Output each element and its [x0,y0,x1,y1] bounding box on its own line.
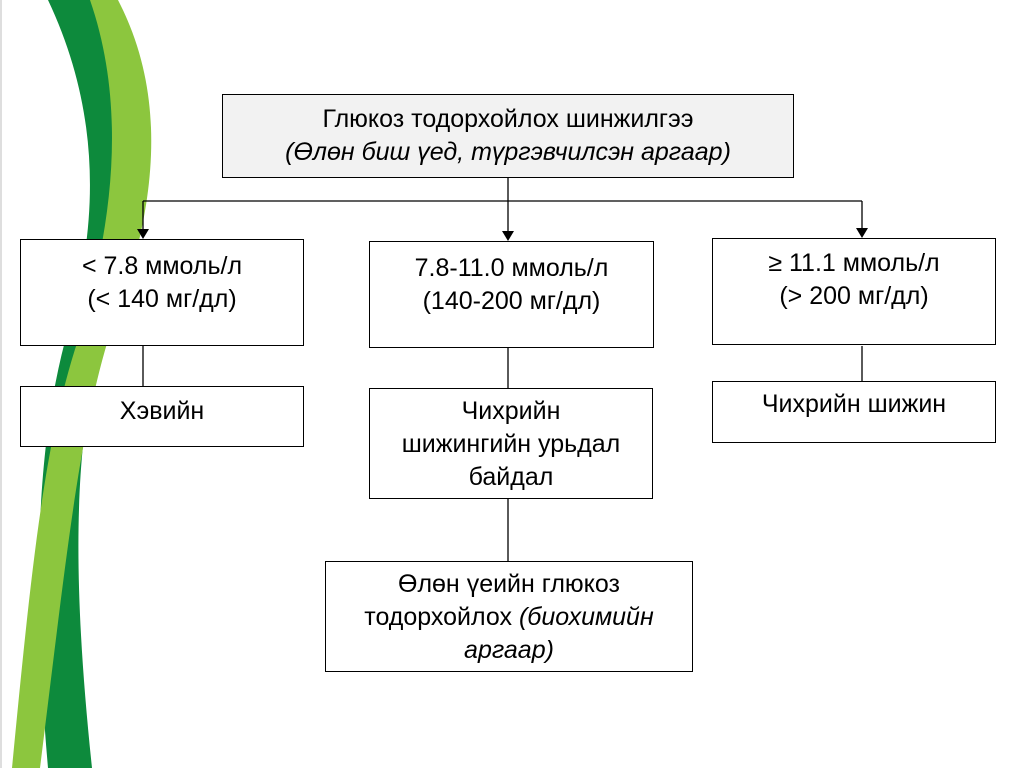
branch-low-mmol: < 7.8 ммоль/л [81,252,243,280]
arrowheads [137,228,868,241]
result-prediabetes-line3: байдал [468,463,554,491]
followup-line2: тодорхойлох (биохимийн [364,601,653,634]
result-prediabetes-line2: шижингийн урьдал [401,430,621,458]
ribbon-light-green [12,0,152,768]
result-box-diabetes: Чихрийн шижин [712,381,996,443]
result-prediabetes-line1: Чихрийн [461,397,561,425]
arrowhead-center [502,231,514,241]
arrowhead-left [137,229,149,239]
branch-box-low: < 7.8 ммоль/л (< 140 мг/дл) [20,239,304,346]
followup-line3: аргаар) [464,636,554,664]
branch-mid-mg: (140-200 мг/дл) [422,287,601,315]
result-box-prediabetes: Чихрийн шижингийн урьдал байдал [369,388,653,499]
result-diabetes-text: Чихрийн шижин [761,390,947,418]
result-box-normal: Хэвийн [20,386,304,447]
result-normal-text: Хэвийн [119,397,205,425]
root-box: Глюкоз тодорхойлох шинжилгээ (Өлөн биш ү… [222,94,794,178]
connector-lines [142,177,863,561]
branch-box-high: ≥ 11.1 ммоль/л (> 200 мг/дл) [712,238,996,345]
followup-line2-italic: (биохимийн [518,603,654,631]
followup-box: Өлөн үеийн глюкоз тодорхойлох (биохимийн… [325,561,693,672]
branch-low-mg: (< 140 мг/дл) [87,285,237,313]
branch-mid-mmol: 7.8-11.0 ммоль/л [414,254,609,282]
followup-line2-normal: тодорхойлох [364,603,519,631]
root-title: Глюкоз тодорхойлох шинжилгээ [322,105,694,133]
root-subtitle: (Өлөн биш үед, түргэвчилсэн аргаар) [285,138,731,166]
followup-line1: Өлөн үеийн глюкоз [398,570,620,598]
arrowhead-right [856,228,868,238]
branch-high-mg: (> 200 мг/дл) [779,282,929,310]
branch-box-mid: 7.8-11.0 ммоль/л (140-200 мг/дл) [369,241,654,348]
branch-high-mmol: ≥ 11.1 ммоль/л [768,249,940,277]
